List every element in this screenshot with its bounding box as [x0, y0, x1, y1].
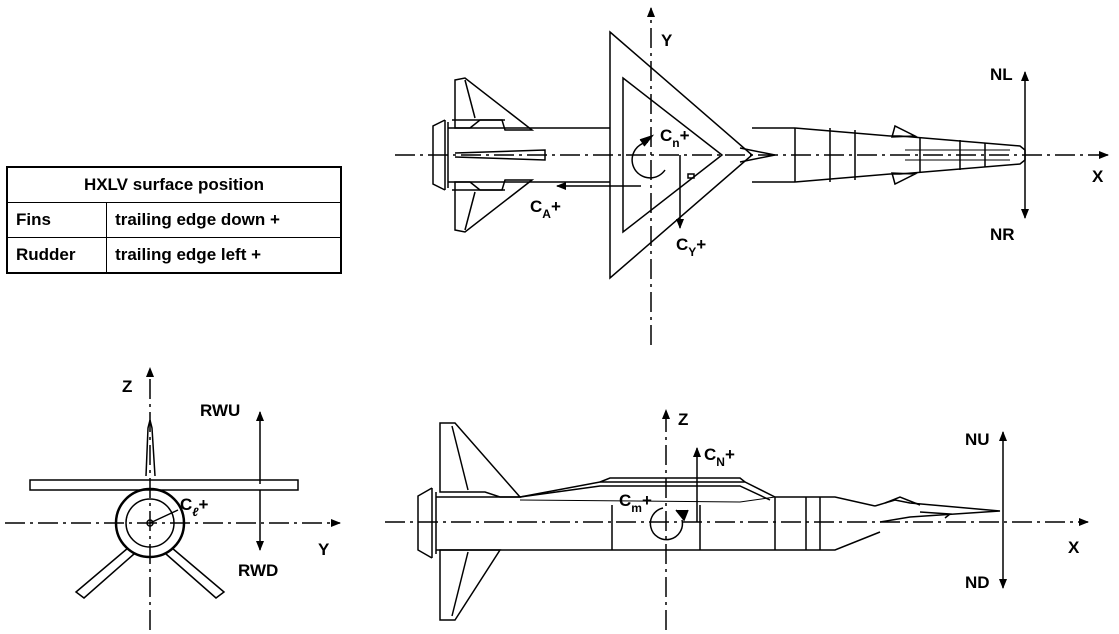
top-cn-label: Cn+: [660, 126, 690, 150]
rear-rwu-label: RWU: [200, 401, 240, 420]
rear-cl-moment-arrow: [149, 509, 179, 524]
side-booster-nozzle: [417, 487, 437, 559]
rear-axis-z-label: Z: [122, 377, 132, 396]
top-vehicle-body: [739, 124, 1026, 186]
rear-fin-right: [165, 547, 226, 599]
cN-main: C: [704, 445, 716, 464]
cl-sub: ℓ: [192, 505, 199, 519]
side-axis-x-label: X: [1068, 538, 1080, 557]
cm-sign: +: [642, 491, 652, 510]
cn-main: C: [660, 126, 672, 145]
ca-main: C: [530, 197, 542, 216]
rear-body-inner: [125, 498, 175, 548]
cm-main: C: [619, 491, 631, 510]
cy-main: C: [676, 235, 688, 254]
table-cell-surface: Fins: [6, 202, 108, 238]
rear-view: [5, 367, 341, 630]
top-delta-wing: [609, 30, 754, 280]
cn-sign: +: [680, 126, 690, 145]
rear-fin-left: [74, 547, 135, 599]
top-axis-y-label: Y: [661, 31, 673, 50]
rear-wing: [29, 479, 299, 491]
cN-sub: N: [716, 455, 725, 469]
top-cn-moment-arrow: [631, 134, 666, 179]
ca-sign: +: [551, 197, 561, 216]
side-view: [385, 409, 1089, 630]
cn-sub: n: [672, 136, 679, 150]
top-axis-x-label: X: [1092, 167, 1104, 186]
side-vehicle-body: [436, 477, 1001, 551]
table-row: Rudder trailing edge left +: [6, 237, 342, 274]
rear-axis-y-label: Y: [318, 540, 330, 559]
top-ca-label: CA+: [530, 197, 561, 221]
rear-cl-label: Cℓ+: [180, 495, 208, 519]
table-cell-convention: trailing edge down +: [106, 202, 342, 238]
top-nl-label: NL: [990, 65, 1013, 84]
cN-sign: +: [725, 445, 735, 464]
side-axis-z-label: Z: [678, 410, 688, 429]
cm-sub: m: [631, 501, 642, 515]
top-nr-label: NR: [990, 225, 1015, 244]
rear-body-outer: [114, 487, 186, 559]
side-nd-label: ND: [965, 573, 990, 592]
side-cm-moment-arrow: [649, 507, 689, 541]
cl-sign: +: [198, 495, 208, 514]
top-booster-nozzle: [432, 119, 449, 191]
table-row: Fins trailing edge down +: [6, 202, 342, 238]
surface-position-table: HXLV surface position Fins trailing edge…: [6, 166, 342, 274]
top-cy-label: CY+: [676, 235, 706, 259]
rear-vertical-tail: [145, 419, 156, 477]
table-cell-convention: trailing edge left +: [106, 237, 342, 274]
side-booster-fin-lower: [439, 549, 502, 621]
top-booster-fin-upper: [452, 77, 535, 131]
cl-main: C: [180, 495, 192, 514]
top-booster-fin-lower: [452, 179, 535, 233]
cy-sub: Y: [688, 245, 696, 259]
side-booster-fin-upper: [439, 422, 522, 498]
side-nu-label: NU: [965, 430, 990, 449]
rear-rwd-label: RWD: [238, 561, 278, 580]
top-view: [395, 7, 1109, 345]
cy-sign: +: [696, 235, 706, 254]
side-cn-label: CN+: [704, 445, 735, 469]
ca-sub: A: [542, 207, 551, 221]
side-cm-label: Cm+: [619, 491, 652, 515]
